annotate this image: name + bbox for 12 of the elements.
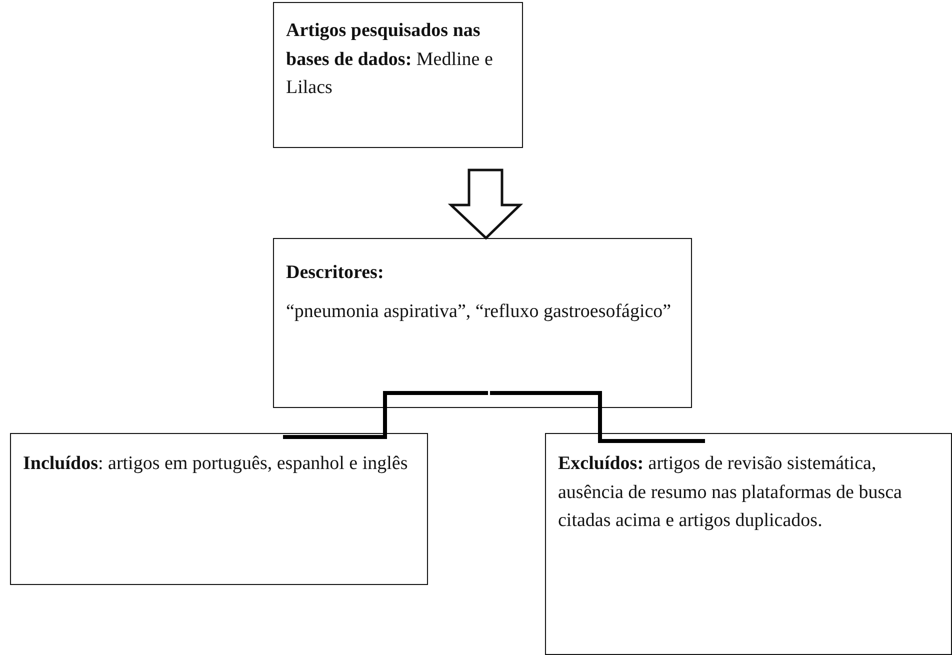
connector-line — [283, 391, 488, 439]
box-text: Incluídos: artigos em português, espanhol e inglês — [23, 452, 409, 476]
text-box — [273, 2, 523, 148]
box-text: Artigos pesquisados nas bases de dados: Medline e Lilacs — [286, 19, 494, 100]
box-text: Excluídos: artigos de revisão sistemática, ausência de resumo nas plataformas de busca citadas acima e artigos duplicados. — [558, 452, 903, 533]
text-box — [273, 238, 692, 408]
box-heading: Descritores: — [286, 261, 385, 285]
text-box — [545, 433, 952, 655]
connector-line — [490, 391, 705, 443]
text-box — [10, 433, 428, 585]
block-arrow — [448, 168, 524, 240]
box-text: “pneumonia aspirativa”, “refluxo gastroesofágico” — [286, 300, 672, 324]
